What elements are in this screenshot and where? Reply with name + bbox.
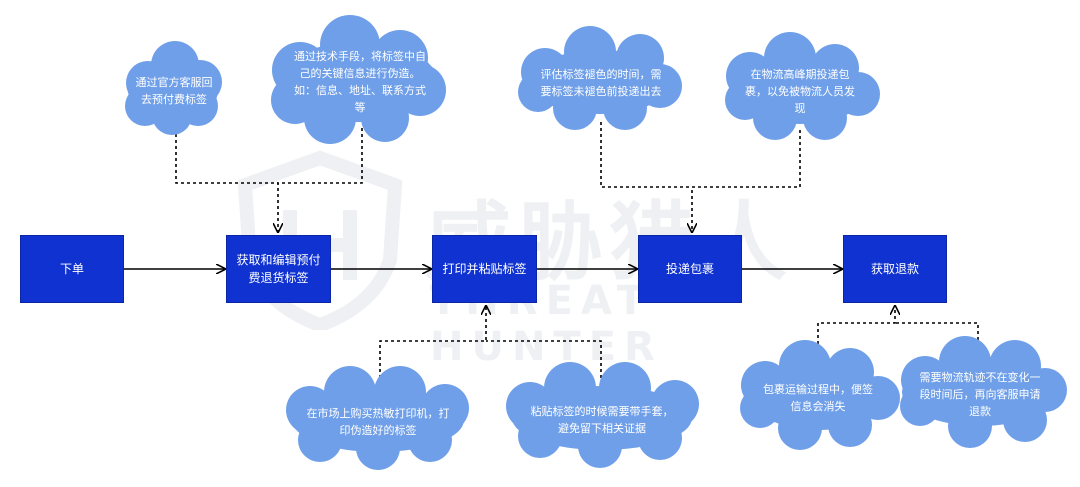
cloud-text-wear-gloves: 粘贴标签的时候需要带手套，避免留下相关证据 — [530, 405, 674, 435]
cloud-shape-3 — [518, 26, 682, 130]
connector-cloud-6 — [486, 340, 602, 378]
cloud-text-info-disappear: 包裹运输过程中，便签信息会消失 — [763, 383, 873, 413]
connector-cloud-8 — [895, 322, 979, 352]
cloud-text-forge-info: 通过技术手段，将标签中自己的关键信息进行伪造。如：信息、地址、联系方式等 — [294, 50, 426, 114]
cloud-text-peak-delivery: 在物流高峰期投递包裹，以免被物流人员发现 — [745, 67, 855, 115]
step-box-deliver-package: 投递包裹 — [638, 235, 742, 303]
connector-cloud-1 — [175, 128, 278, 184]
connector-cloud-2 — [278, 128, 363, 232]
cloud-shape-8 — [900, 336, 1067, 448]
cloud-text-thermal-printer: 在市场上购买热敏打印机，打印伪造好的标签 — [306, 407, 450, 437]
cloud-shape-4 — [725, 32, 880, 140]
step-box-get-refund: 获取退款 — [843, 235, 947, 303]
cloud-text-official-service: 通过官方客服回去预付费标签 — [135, 76, 213, 106]
cloud-text-request-refund: 需要物流轨迹不在变化一段时间后，再向客服申请退款 — [919, 370, 1041, 418]
connector-cloud-5 — [379, 306, 486, 378]
cloud-text-fading-time: 评估标签褪色的时间，需要标签未褪色前投递出去 — [540, 68, 662, 98]
cloud-shape-7 — [740, 340, 900, 450]
step-box-get-label: 获取和编辑预付费退货标签 — [226, 235, 331, 303]
cloud-shape-6 — [506, 362, 699, 468]
cloud-shape-5 — [286, 366, 469, 470]
cloud-shape-2 — [271, 15, 446, 144]
connector-cloud-4 — [692, 130, 801, 232]
cloud-shape-1 — [125, 41, 222, 135]
step-box-order: 下单 — [20, 235, 124, 303]
step-box-print-label: 打印并粘贴标签 — [432, 235, 537, 303]
connector-cloud-3 — [600, 122, 692, 188]
connector-cloud-7 — [817, 306, 895, 356]
